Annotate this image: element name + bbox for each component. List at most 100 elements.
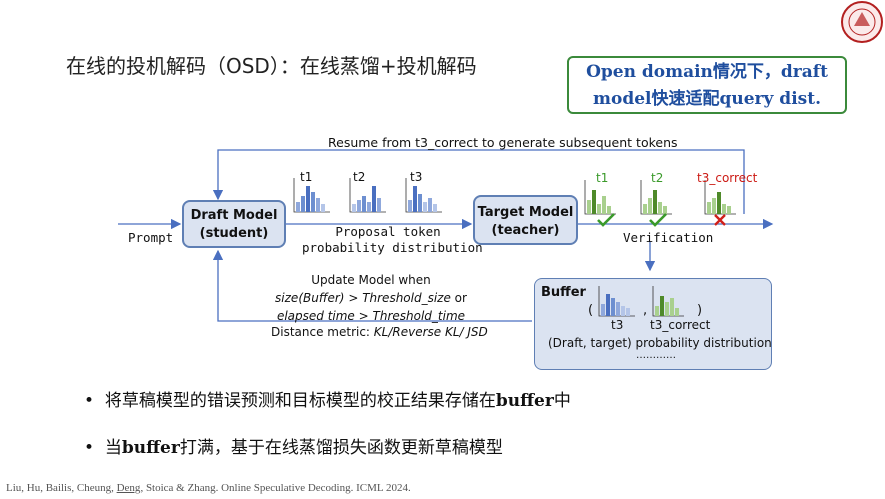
- buffer-hist-target: [652, 286, 684, 317]
- proposal-hist-1: [293, 178, 330, 213]
- histogram-bar: [675, 308, 679, 316]
- histogram-bar: [616, 302, 620, 316]
- buffer-open-paren: (: [588, 303, 594, 318]
- histogram-bar: [722, 204, 726, 214]
- verified-token-3: t3_correct: [697, 171, 758, 185]
- draft-model-node: Draft Model (student): [182, 200, 286, 248]
- histogram-bar: [408, 200, 412, 212]
- histogram-bar: [607, 206, 611, 214]
- histogram-bar: [377, 198, 381, 212]
- verified-token-1: t1: [596, 171, 609, 185]
- histogram-bar: [670, 298, 674, 316]
- histogram-bar: [712, 198, 716, 214]
- histogram-bar: [418, 194, 422, 212]
- histogram-bar: [433, 204, 437, 212]
- histogram-bar: [643, 204, 647, 214]
- verified-hist-1: [584, 180, 616, 215]
- histogram-bar: [653, 190, 657, 214]
- verified-hist-2: [640, 180, 672, 215]
- histogram-bar: [601, 304, 605, 316]
- histogram-bar: [296, 202, 300, 212]
- histogram-bar: [592, 190, 596, 214]
- bullet-dot: •: [84, 438, 105, 458]
- bullet-2-suffix: 打满，基于在线蒸馏损失函数更新草稿模型: [179, 438, 503, 458]
- draft-model-role: (student): [199, 226, 269, 241]
- buffer-hist-draft: [598, 286, 635, 317]
- histogram-bar: [352, 204, 356, 212]
- histogram-bar: [367, 202, 371, 212]
- size-buffer-var: size(Buffer): [275, 291, 345, 305]
- op-gt-2: >: [354, 309, 373, 323]
- histogram-bar: [626, 308, 630, 316]
- callout-line-2: model快速适配query dist.: [593, 89, 821, 109]
- proposal-token-1: t1: [300, 170, 313, 184]
- or-word: or: [450, 291, 467, 305]
- proposal-token-2: t2: [353, 170, 366, 184]
- verification-label: Verification: [623, 230, 714, 245]
- histogram-bar: [316, 198, 320, 212]
- bullet-1-bold: buffer: [495, 391, 554, 411]
- target-model-node: Target Model (teacher): [473, 195, 578, 245]
- callout-line-1: Open domain情况下，draft: [586, 62, 828, 82]
- bullet-item-2: • 当buffer打满，基于在线蒸馏损失函数更新草稿模型: [84, 433, 503, 458]
- histogram-bar: [660, 296, 664, 316]
- proposal-histograms: [293, 178, 442, 213]
- callout-box: Open domain情况下，draft model快速适配query dist…: [567, 56, 847, 114]
- buffer-to-draft-arrow: [212, 249, 532, 322]
- prompt-label: Prompt: [128, 230, 174, 245]
- target-model-role: (teacher): [491, 223, 560, 238]
- update-condition: Update Model when size(Buffer) > Thresho…: [268, 271, 474, 325]
- histogram-bar: [658, 202, 662, 214]
- histogram-bar: [357, 200, 361, 212]
- target-model-name: Target Model: [477, 205, 574, 220]
- resume-loop-arrow: [212, 149, 745, 214]
- citation-after: , Stoica & Zhang. Online Speculative Dec…: [140, 482, 411, 494]
- histogram-bar: [423, 202, 427, 212]
- histogram-bar: [727, 206, 731, 214]
- histogram-bar: [321, 204, 325, 212]
- update-line-3: elapsed time > Threshold_time: [268, 307, 474, 325]
- bullet-2-bold: buffer: [121, 438, 180, 458]
- distance-metric: Distance metric: KL/Reverse KL/ JSD: [271, 325, 488, 339]
- histogram-bar: [597, 204, 601, 214]
- histogram-bar: [621, 306, 625, 316]
- proposal-hist-3: [405, 178, 442, 213]
- histogram-bar: [663, 206, 667, 214]
- verified-token-2: t2: [651, 171, 664, 185]
- proposal-hist-2: [349, 178, 386, 213]
- verified-hist-3: [704, 180, 736, 215]
- histogram-bar: [611, 298, 615, 316]
- buffer-histograms: [598, 286, 684, 317]
- histogram-bar: [428, 198, 432, 212]
- buffer-close-paren: ): [697, 303, 703, 318]
- citation: Liu, Hu, Bailis, Cheung, Deng, Stoica & …: [6, 482, 411, 494]
- histogram-bar: [602, 196, 606, 214]
- histogram-bar: [306, 186, 310, 212]
- proposal-label-line-1: Proposal token: [335, 224, 441, 239]
- histogram-bar: [717, 192, 721, 214]
- histogram-bar: [362, 196, 366, 212]
- verified-histograms: [584, 180, 736, 215]
- university-seal-logo: [841, 1, 883, 43]
- bullet-1-suffix: 中: [553, 391, 571, 411]
- resume-label: Resume from t3_correct to generate subse…: [328, 135, 678, 150]
- proposal-label-line-2: probability distribution: [302, 240, 483, 255]
- draft-model-name: Draft Model: [190, 208, 278, 223]
- cross-mark-icon: [714, 214, 726, 226]
- buffer-title: Buffer: [541, 285, 586, 300]
- update-line-1: Update Model when: [311, 273, 431, 287]
- histogram-bar: [665, 302, 669, 316]
- histogram-bar: [301, 196, 305, 212]
- threshold-size-var: Threshold_size: [362, 291, 451, 305]
- bullet-1-prefix: 将草稿模型的错误预测和目标模型的校正结果存储在: [104, 391, 496, 411]
- check-mark-icon: [597, 213, 615, 227]
- histogram-bar: [707, 202, 711, 214]
- buffer-caption: (Draft, target) probability distribution: [548, 336, 772, 350]
- citation-before: Liu, Hu, Bailis, Cheung,: [6, 482, 117, 494]
- bullet-dot: •: [84, 391, 105, 411]
- threshold-time-var: Threshold_time: [372, 309, 466, 323]
- elapsed-time-var: elapsed time: [276, 309, 355, 323]
- proposal-token-3: t3: [410, 170, 423, 184]
- histogram-bar: [372, 186, 376, 212]
